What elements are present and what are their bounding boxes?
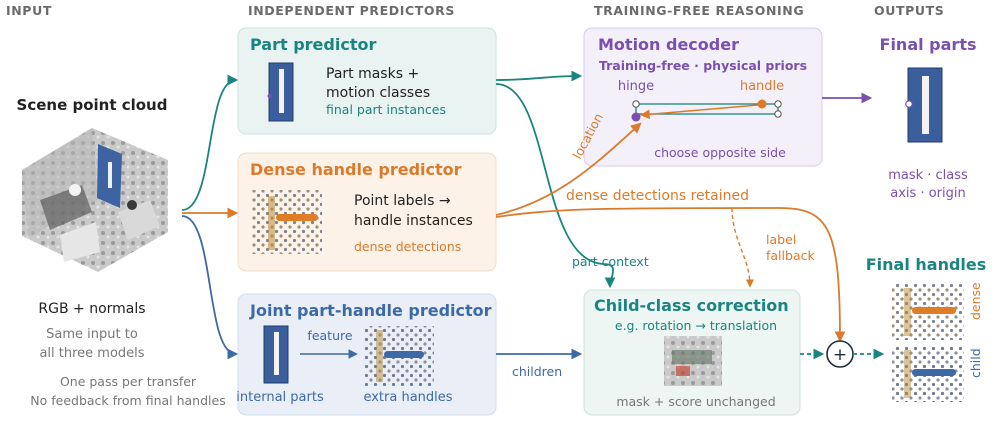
child-scene-thumbnail bbox=[664, 336, 722, 386]
part-predictor-title: Part predictor bbox=[250, 35, 376, 54]
final-handles-dense-cloud bbox=[892, 284, 964, 340]
arrow-part-context bbox=[495, 83, 616, 289]
arrow-input-to-joint bbox=[181, 215, 239, 360]
dense-handle-title: Dense handle predictor bbox=[250, 160, 462, 179]
arrow-input-to-part bbox=[181, 74, 239, 211]
input-pass-line2: No feedback from final handles bbox=[30, 393, 225, 408]
dense-handle-desc-line2: handle instances bbox=[354, 213, 473, 229]
child-correction-example: e.g. rotation → translation bbox=[615, 318, 777, 333]
joint-feature-label: feature bbox=[307, 328, 352, 343]
header-independent-predictors: INDEPENDENT PREDICTORS bbox=[248, 3, 455, 18]
dense-handle-predictor-box: Dense handle predictor Point labels → ha… bbox=[237, 152, 497, 272]
motion-decoder-title: Motion decoder bbox=[598, 35, 739, 54]
child-correction-footer: mask + score unchanged bbox=[616, 394, 775, 409]
final-handles-child-tag: child bbox=[968, 348, 983, 378]
motion-decoder-subtitle: Training-free · physical priors bbox=[599, 58, 807, 73]
dense-handle-sub: dense detections bbox=[354, 239, 461, 254]
label-fallback-line2: fallback bbox=[766, 248, 815, 263]
final-parts-door bbox=[905, 67, 943, 143]
label-fallback-line1: label bbox=[766, 232, 796, 247]
dense-handle-point-cloud bbox=[252, 190, 322, 254]
final-handles-child-cloud bbox=[892, 346, 964, 402]
label-part-context: part context bbox=[572, 254, 649, 269]
joint-predictor-title: Joint part-handle predictor bbox=[249, 301, 492, 320]
final-handles-dense-tag: dense bbox=[968, 282, 983, 320]
label-dense-retained: dense detections retained bbox=[566, 188, 749, 204]
final-parts-line1: mask · class bbox=[888, 168, 968, 183]
header-training-free-reasoning: TRAINING-FREE REASONING bbox=[594, 3, 804, 18]
input-note-line2: all three models bbox=[39, 346, 144, 361]
joint-extra-label: extra handles bbox=[363, 390, 452, 405]
child-correction-title: Child-class correction bbox=[594, 296, 789, 315]
input-note-line1: Same input to bbox=[46, 327, 138, 342]
motion-handle-label: handle bbox=[740, 79, 784, 94]
part-predictor-desc-line1: Part masks + bbox=[326, 66, 419, 82]
door-part-icon bbox=[267, 62, 294, 122]
motion-decoder-box: Motion decoder Training-free · physical … bbox=[583, 27, 823, 167]
door-axis-diagram bbox=[631, 99, 782, 122]
child-class-correction-box: Child-class correction e.g. rotation → t… bbox=[583, 289, 801, 416]
scene-point-cloud-image bbox=[22, 128, 168, 272]
joint-handle-point-cloud bbox=[364, 326, 434, 386]
header-input: INPUT bbox=[6, 3, 52, 18]
arrow-label-fallback bbox=[731, 207, 755, 288]
final-parts-title: Final parts bbox=[880, 35, 977, 54]
merge-node: + bbox=[826, 340, 854, 368]
merge-plus-symbol: + bbox=[833, 345, 847, 365]
arrow-dense-retained bbox=[495, 207, 846, 343]
input-modality: RGB + normals bbox=[38, 301, 145, 317]
part-predictor-box: Part predictor Part masks + motion class… bbox=[237, 27, 497, 135]
motion-hinge-label: hinge bbox=[618, 79, 654, 94]
label-children: children bbox=[512, 364, 562, 379]
joint-door-icon bbox=[263, 325, 289, 384]
joint-predictor-box: Joint part-handle predictor feature inte… bbox=[236, 293, 497, 416]
input-pass-line1: One pass per transfer bbox=[60, 374, 197, 389]
motion-decoder-footer: choose opposite side bbox=[654, 145, 786, 160]
part-predictor-desc-line2: motion classes bbox=[326, 85, 430, 101]
header-outputs: OUTPUTS bbox=[874, 3, 944, 18]
arrow-part-to-motion bbox=[495, 70, 583, 82]
part-predictor-sub: final part instances bbox=[326, 102, 446, 117]
input-title: Scene point cloud bbox=[17, 96, 168, 114]
joint-internal-label: internal parts bbox=[236, 390, 324, 405]
arrow-location bbox=[495, 122, 642, 216]
final-parts-line2: axis · origin bbox=[890, 186, 965, 201]
final-handles-title: Final handles bbox=[866, 255, 987, 274]
dense-handle-desc-line1: Point labels → bbox=[354, 193, 451, 209]
